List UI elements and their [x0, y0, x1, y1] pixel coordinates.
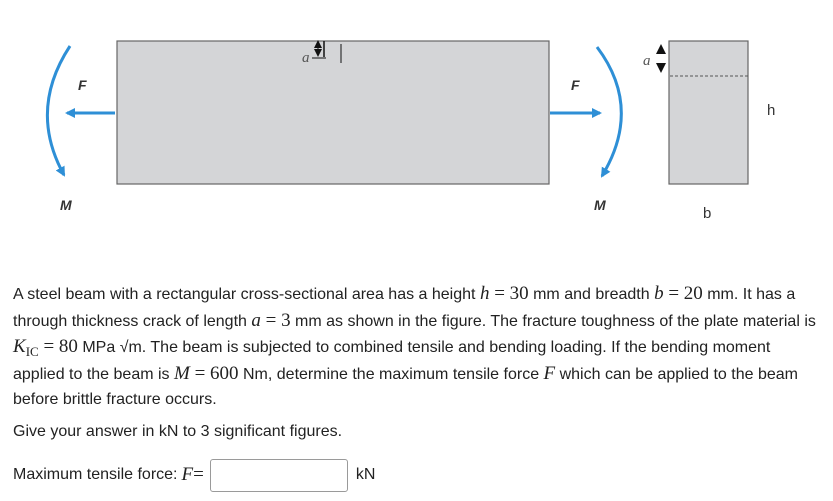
- answer-equals: =: [193, 464, 204, 485]
- value-h: = 30: [489, 283, 529, 304]
- symbol-m: M: [174, 362, 190, 384]
- answer-row: Maximum tensile force: F = kN: [13, 456, 375, 494]
- symbol-h: h: [479, 283, 490, 304]
- breadth-label: b: [703, 205, 711, 222]
- problem-text: mm. It has a through thickness crack of …: [13, 286, 796, 330]
- right-moment-label: M: [594, 197, 606, 213]
- height-label: h: [767, 102, 775, 119]
- symbol-a: a: [251, 309, 261, 331]
- section-crack-label: a: [643, 53, 651, 69]
- left-moment-label: M: [60, 197, 72, 213]
- crack-length-label: a: [302, 50, 310, 66]
- max-tensile-force-input[interactable]: [209, 458, 348, 492]
- symbol-kic: KIC: [13, 336, 39, 359]
- answer-symbol: F: [181, 464, 194, 485]
- problem-statement: A steel beam with a rectangular cross-se…: [13, 281, 825, 413]
- beam-crack-indicator: [312, 40, 342, 63]
- value-a: = 3: [260, 309, 291, 331]
- symbol-f: F: [543, 362, 556, 384]
- beam-body: [116, 40, 550, 185]
- problem-text: MPa √m. The beam is subjected to combine…: [13, 339, 771, 383]
- value-m: = 600: [189, 362, 239, 384]
- problem-text: which can be applied to the beam before …: [13, 365, 798, 409]
- problem-text: mm as shown in the figure. The fracture …: [290, 312, 816, 330]
- value-b: = 20: [663, 283, 703, 304]
- right-moment-arrow: [595, 46, 623, 178]
- left-moment-arrow: [46, 45, 72, 177]
- left-force-label: F: [78, 77, 87, 93]
- symbol-k-subscript: IC: [25, 344, 39, 359]
- symbol-k: K: [13, 336, 26, 357]
- answer-instruction: Give your answer in kN to 3 significant …: [13, 423, 343, 440]
- cross-section: [668, 40, 749, 185]
- answer-unit: kN: [355, 466, 376, 483]
- right-force-label: F: [571, 77, 580, 93]
- symbol-b: b: [654, 283, 664, 304]
- problem-text: mm and breadth: [528, 286, 655, 303]
- answer-label: Maximum tensile force:: [13, 466, 178, 483]
- section-crack-dimension: [656, 44, 666, 73]
- problem-text: Nm, determine the maximum tensile force: [238, 365, 544, 383]
- beam-figure: a F M F M a h b: [46, 40, 775, 222]
- value-kic: = 80: [38, 336, 78, 357]
- problem-text: A steel beam with a rectangular cross-se…: [13, 286, 476, 303]
